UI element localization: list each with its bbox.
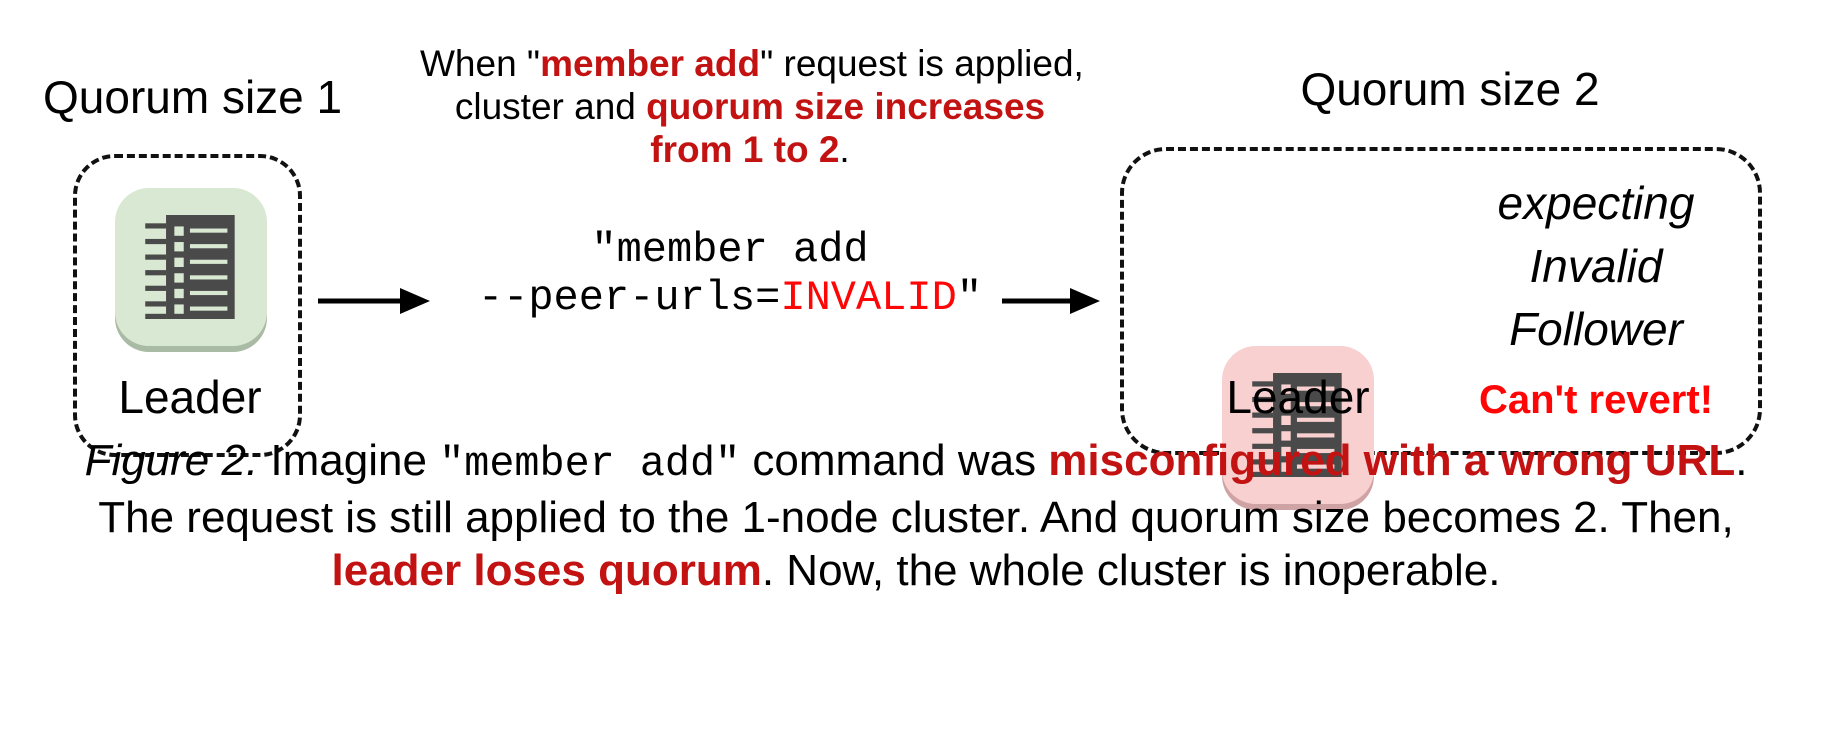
annotation-line-2: cluster and quorum size increases (420, 85, 1080, 128)
caption-figure-label: Figure 2. (84, 436, 259, 485)
expect-line-3: Follower (1509, 303, 1683, 355)
caption-text-plain: command was (740, 436, 1049, 485)
right-leader-label: Leader (1226, 371, 1370, 423)
leader-node-tile-green (115, 188, 267, 346)
right-cluster-title: Quorum size 2 (1300, 63, 1600, 115)
caption-text-plain: . (1735, 436, 1748, 485)
leader-node-tile-pink (1222, 346, 1374, 504)
annotation-text-emphasis: quorum size increases (646, 86, 1046, 127)
command-text-plain: --peer-urls= (477, 274, 781, 322)
caption-command-text: "member add" (439, 440, 741, 488)
expect-line-1: expecting (1497, 177, 1695, 229)
annotation-text-plain: cluster and (454, 86, 647, 127)
expect-line-2: Invalid (1529, 240, 1663, 292)
server-icon (145, 215, 235, 319)
command-text-plain: " (956, 274, 983, 322)
expecting-invalid-follower-text: expecting Invalid Follower (1446, 172, 1746, 361)
caption-line-3: leader loses quorum. Now, the whole clus… (0, 544, 1832, 597)
cant-revert-warning: Can't revert! (1478, 378, 1714, 422)
server-icon (1252, 373, 1342, 477)
arrow-right-icon (1002, 288, 1100, 314)
annotation-text-plain: . (839, 129, 850, 170)
figure-caption: Figure 2. Imagine "member add" command w… (0, 434, 1832, 597)
caption-text-emphasis: misconfigured with a wrong URL (1048, 436, 1736, 485)
arrow-right-icon (318, 288, 430, 314)
caption-text-emphasis: leader loses quorum (331, 546, 762, 595)
left-leader-label: Leader (118, 371, 262, 423)
annotation-line-1: When "member add" request is applied, (420, 42, 1084, 85)
command-text: "member add --peer-urls=INVALID" (420, 226, 1040, 322)
command-line-2: --peer-urls=INVALID" (420, 274, 1040, 322)
annotation-text-emphasis: from 1 to 2 (650, 129, 840, 170)
caption-text-plain: . Now, the whole cluster is inoperable. (761, 546, 1501, 595)
command-text-invalid: INVALID (780, 274, 957, 322)
annotation-text-plain: " request is applied, (760, 43, 1084, 84)
caption-line-2: The request is still applied to the 1-no… (98, 493, 1734, 542)
annotation-text-plain: When " (420, 43, 541, 84)
right-cluster-box (1120, 147, 1762, 455)
caption-line-1: Figure 2. Imagine "member add" command w… (0, 434, 1832, 491)
left-cluster-box (73, 154, 302, 457)
caption-text-plain: Imagine (258, 436, 440, 485)
annotation-line-3: from 1 to 2. (420, 128, 1080, 171)
left-cluster-title: Quorum size 1 (43, 71, 343, 123)
annotation-text-emphasis: member add (540, 43, 761, 84)
command-line-1: "member add (591, 226, 869, 274)
annotation-text: When "member add" request is applied, cl… (420, 42, 1084, 171)
